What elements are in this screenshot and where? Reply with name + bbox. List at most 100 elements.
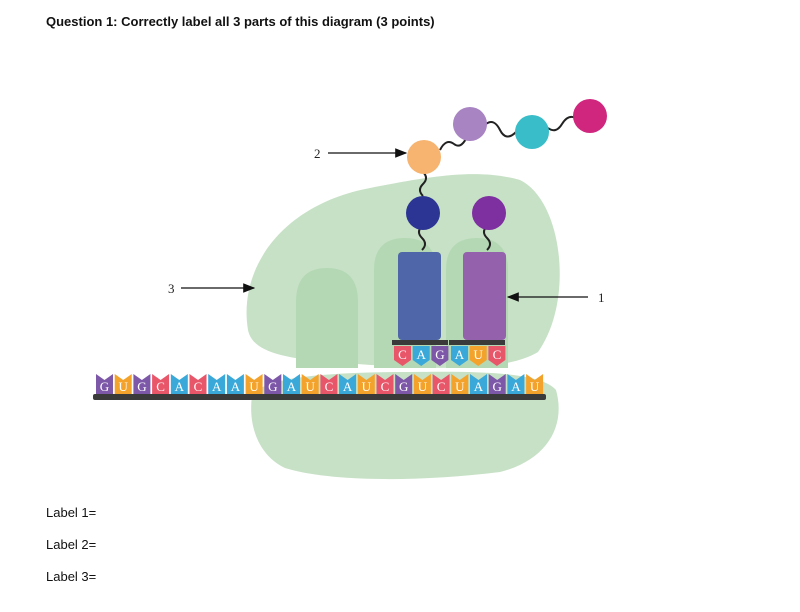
- anticodon-right-base-shape: [469, 346, 487, 366]
- mrna-base-shape: [114, 374, 132, 394]
- trna-bar-right: [449, 340, 505, 345]
- mrna-base-letter: C: [437, 379, 446, 394]
- anticodon-left-base-shape: [412, 346, 430, 366]
- anticodon-left-base: G: [431, 346, 449, 366]
- mrna-base-letter: A: [474, 379, 484, 394]
- mrna-base: A: [283, 374, 300, 394]
- anticodon-right-base: A: [451, 346, 468, 366]
- mrna-base-shape: [395, 374, 413, 394]
- label-3: Label 3=: [46, 569, 97, 584]
- mrna-base: C: [189, 374, 207, 394]
- mrna-base-shape: [451, 374, 469, 394]
- mrna-base: U: [245, 374, 263, 394]
- amino-acid-purple: [472, 196, 506, 230]
- amino-acid-magenta: [573, 99, 607, 133]
- mrna-base: A: [226, 374, 244, 394]
- mrna-base-letter: A: [287, 379, 297, 394]
- mrna-base-shape: [208, 374, 226, 394]
- anticodon-left-base: A: [412, 346, 430, 366]
- label-1: Label 1=: [46, 505, 97, 520]
- mrna-base: G: [488, 374, 506, 394]
- trna-body-left: [398, 252, 441, 340]
- mrna-base-shape: [432, 374, 450, 394]
- mrna-base-shape: [470, 374, 487, 394]
- mrna-base: G: [96, 374, 113, 394]
- mrna-base: A: [507, 374, 525, 394]
- mrna-base: A: [470, 374, 487, 394]
- anticodon-left-base-letter: G: [435, 347, 444, 362]
- mrna-base: U: [357, 374, 375, 394]
- mrna-base: A: [339, 374, 357, 394]
- mrna-base-shape: [152, 374, 170, 394]
- mrna-base-shape: [226, 374, 244, 394]
- anticodon-right-base-shape: [488, 346, 506, 366]
- mrna-base-shape: [339, 374, 357, 394]
- mrna-base-shape: [189, 374, 207, 394]
- mrna-base: U: [413, 374, 431, 394]
- anticodon-left-base-shape: [394, 346, 411, 366]
- mrna-base-shape: [488, 374, 506, 394]
- mrna-base-shape: [283, 374, 300, 394]
- mrna-base: U: [526, 374, 544, 394]
- mrna-base: G: [133, 374, 151, 394]
- mrna-base-shape: [320, 374, 338, 394]
- mrna-base-shape: [170, 374, 188, 394]
- callout-1: 1: [598, 290, 605, 305]
- anticodon-left-base: C: [394, 346, 411, 366]
- mrna-base: C: [376, 374, 394, 394]
- e-site: [296, 268, 358, 368]
- anticodon-right-base-letter: C: [493, 347, 502, 362]
- mrna-base: U: [451, 374, 469, 394]
- mrna-backbone: [93, 394, 546, 400]
- anticodon-right-base-letter: A: [455, 347, 465, 362]
- callout-3: 3: [168, 281, 175, 296]
- mrna-base-shape: [245, 374, 263, 394]
- mrna-base: C: [320, 374, 338, 394]
- mrna-base-letter: C: [325, 379, 334, 394]
- anticodon-right-base-letter: U: [474, 347, 484, 362]
- mrna-base-shape: [133, 374, 151, 394]
- mrna-base-letter: U: [530, 379, 540, 394]
- anticodon-left-base-letter: A: [417, 347, 427, 362]
- mrna-base-shape: [507, 374, 525, 394]
- mrna-base-letter: U: [455, 379, 465, 394]
- linker-peptide-2: [485, 121, 517, 138]
- mrna-base-letter: U: [249, 379, 259, 394]
- anticodon-left-base-shape: [431, 346, 449, 366]
- amino-acid-teal: [515, 115, 549, 149]
- mrna-base-shape: [357, 374, 375, 394]
- linker-peptide-0: [419, 171, 427, 197]
- mrna-base: A: [170, 374, 188, 394]
- mrna-base: C: [432, 374, 450, 394]
- mrna-base-letter: U: [306, 379, 316, 394]
- question-title: Question 1: Correctly label all 3 parts …: [46, 14, 435, 29]
- mrna-base-letter: G: [493, 379, 502, 394]
- mrna-base-letter: G: [137, 379, 146, 394]
- linker-right: [483, 225, 491, 251]
- mrna-base-letter: A: [231, 379, 241, 394]
- anticodon-left-base-letter: C: [398, 347, 407, 362]
- linker-peptide-3: [547, 115, 577, 132]
- linker-peptide-1: [439, 133, 469, 151]
- mrna-base-shape: [526, 374, 544, 394]
- amino-acid-orange: [407, 140, 441, 174]
- mrna-base-letter: G: [100, 379, 109, 394]
- mrna-base-letter: C: [381, 379, 390, 394]
- anticodon-right-base: U: [469, 346, 487, 366]
- mrna-base-letter: A: [212, 379, 222, 394]
- mrna-base-letter: G: [268, 379, 277, 394]
- mrna-base-shape: [413, 374, 431, 394]
- mrna-base-letter: A: [343, 379, 353, 394]
- mrna-base-letter: A: [511, 379, 521, 394]
- mrna-base-letter: A: [175, 379, 185, 394]
- mrna-base: U: [301, 374, 319, 394]
- mrna-base-letter: G: [399, 379, 408, 394]
- mrna-base-shape: [301, 374, 319, 394]
- mrna-base-shape: [376, 374, 394, 394]
- mrna-base-letter: U: [418, 379, 428, 394]
- mrna-base-letter: U: [362, 379, 372, 394]
- mrna-base: A: [208, 374, 226, 394]
